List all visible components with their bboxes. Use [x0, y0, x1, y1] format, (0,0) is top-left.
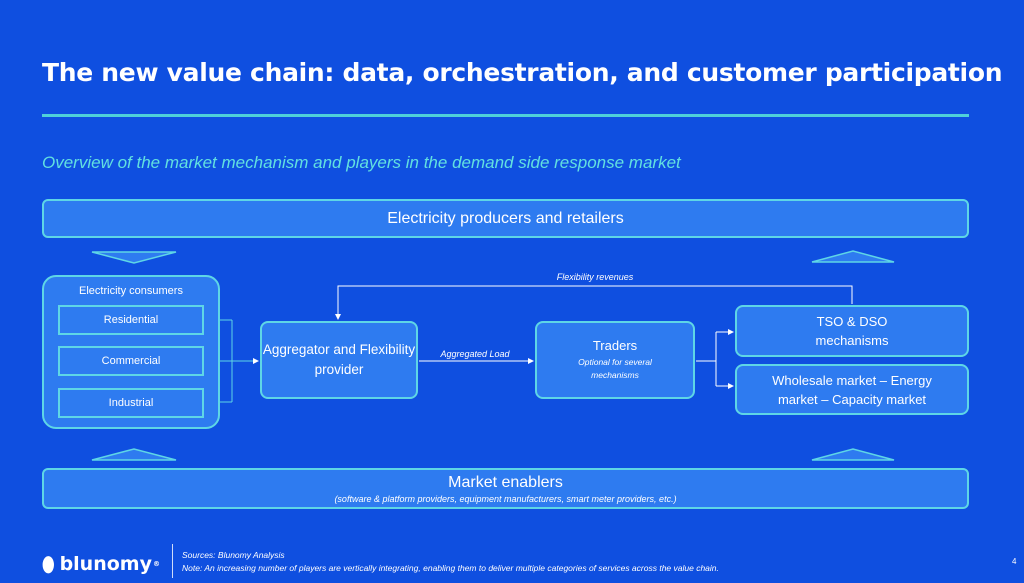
down-chevron-left	[91, 251, 177, 264]
note-text: Note: An increasing number of players ar…	[182, 563, 719, 573]
footer-notes: Sources: Blunomy Analysis Note: An incre…	[182, 549, 719, 575]
registered-mark: ®	[152, 560, 160, 568]
flexibility-revenues-arrow	[335, 285, 853, 320]
up-chevron-left-bottom	[91, 448, 177, 461]
enablers-note: (software & platform providers, equipmen…	[334, 493, 677, 504]
traders-box: Traders Optional for several mechanisms	[535, 321, 695, 399]
traders-title: Traders	[592, 338, 638, 353]
wholesale-label: Wholesale market – Energy market – Capac…	[772, 372, 932, 407]
brand-logo: ⬮ blunomy ®	[42, 552, 160, 576]
producers-band: Electricity producers and retailers	[42, 199, 969, 238]
brand-name: blunomy	[59, 553, 152, 575]
tso-dso-label: TSO & DSO mechanisms	[815, 314, 889, 348]
consumers-title: Electricity consumers	[79, 285, 183, 297]
page-subtitle: Overview of the market mechanism and pla…	[42, 153, 681, 172]
up-chevron-right-bottom	[811, 448, 895, 461]
title-divider	[42, 114, 969, 117]
aggregator-box: Aggregator and Flexibility provider	[260, 321, 418, 399]
up-chevron-right-top	[811, 250, 895, 263]
flexibility-revenues-label: Flexibility revenues	[556, 272, 634, 282]
page-number: 4	[1012, 557, 1017, 566]
footer-divider	[172, 544, 173, 578]
sources-text: Sources: Blunomy Analysis	[182, 550, 285, 560]
traders-note: Optional for several mechanisms	[578, 357, 652, 380]
blunomy-logo-icon: ⬮	[42, 552, 55, 576]
traders-branch-lines	[696, 329, 734, 389]
consumer-commercial: Commercial	[58, 346, 204, 376]
enablers-band: Market enablers (software & platform pro…	[42, 468, 969, 509]
enablers-title: Market enablers	[448, 473, 563, 491]
aggregated-load-label: Aggregated Load	[440, 349, 510, 359]
wholesale-box: Wholesale market – Energy market – Capac…	[735, 364, 969, 415]
consumer-residential: Residential	[58, 305, 204, 335]
page-title: The new value chain: data, orchestration…	[42, 58, 1003, 87]
tso-dso-box: TSO & DSO mechanisms	[735, 305, 969, 357]
consumer-industrial: Industrial	[58, 388, 204, 418]
